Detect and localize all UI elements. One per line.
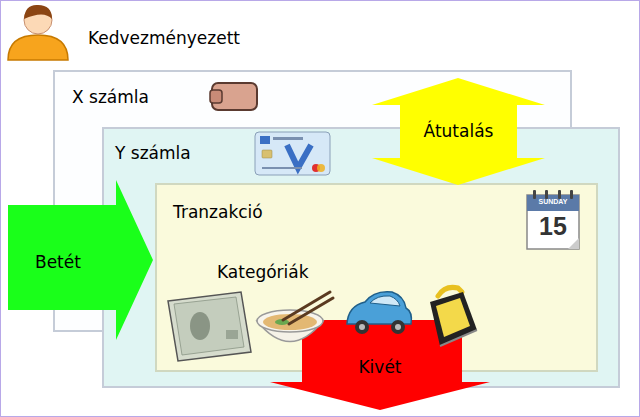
text-slot: Kivét — [358, 357, 401, 377]
arrow-outline — [8, 180, 153, 340]
arrow-label: Átutalás — [424, 121, 494, 141]
text-slot: Átutalás — [424, 121, 494, 141]
arrow-label: Betét — [35, 252, 81, 272]
box-heading: Tranzakció — [173, 202, 263, 222]
text-slot: Betét — [35, 252, 81, 272]
text-slot: X számla — [72, 87, 149, 107]
bowl-icon — [257, 292, 333, 342]
text-slot: Kategóriák — [217, 262, 309, 282]
card-icon — [255, 132, 330, 175]
box-heading: Kategóriák — [217, 262, 309, 282]
calendar-date: 15 — [539, 214, 567, 239]
person-icon — [8, 5, 68, 60]
arrow-label: Kivét — [358, 357, 401, 377]
account-title: Y számla — [115, 143, 191, 163]
iron-icon — [430, 287, 477, 346]
text-slot: Y számla — [115, 143, 191, 163]
wallet-icon — [210, 83, 257, 110]
car-icon — [347, 292, 411, 334]
banknote-icon — [168, 292, 251, 361]
text-slot: SUNDAY — [539, 198, 568, 205]
text-slot: Kedvezményezett — [88, 28, 240, 48]
account-title: X számla — [72, 87, 149, 107]
transfer-arrow: Átutalás — [372, 78, 545, 185]
calendar-day: SUNDAY — [539, 198, 568, 205]
deposit-arrow: Betét — [8, 180, 153, 340]
text-slot: 15 — [539, 214, 567, 239]
title-label: Kedvezményezett — [88, 28, 240, 48]
calendar-icon — [527, 190, 579, 249]
text-slot: Tranzakció — [173, 202, 263, 222]
arrow-outline — [372, 78, 545, 185]
